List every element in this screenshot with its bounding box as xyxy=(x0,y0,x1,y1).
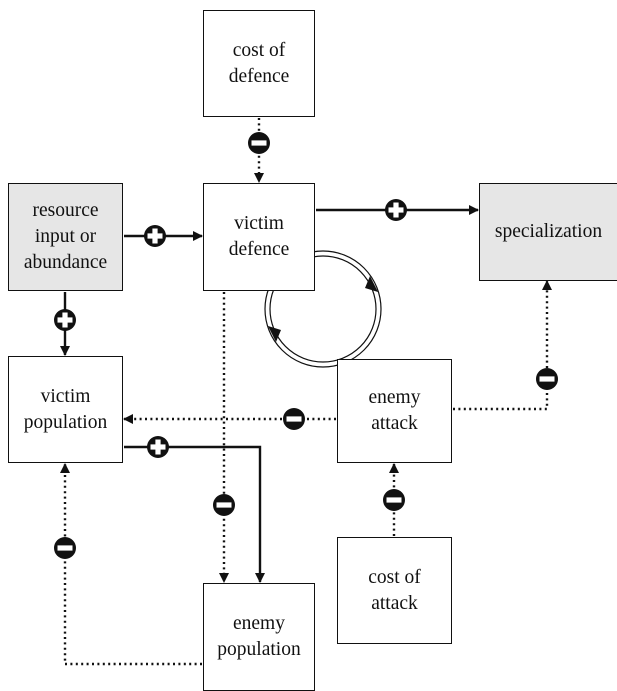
edge-enemy-population-to-victim-population xyxy=(60,463,202,666)
sign-plus-defence-specialization xyxy=(385,199,407,221)
node-victim-population: victim population xyxy=(8,356,123,463)
feedback-loop-arrowhead-upper xyxy=(365,276,378,292)
sign-minus-attack-population xyxy=(283,408,305,430)
sign-minus-defence-enemy xyxy=(213,494,235,516)
node-resource-input: resource input or abundance xyxy=(8,183,123,291)
sign-minus-attack-specialization xyxy=(536,368,558,390)
node-label: victim population xyxy=(23,385,108,433)
node-enemy-attack: enemy attack xyxy=(337,359,452,463)
feedback-loop-arrowhead-lower xyxy=(268,326,281,342)
node-label: specialization xyxy=(494,221,603,243)
feedback-loop xyxy=(264,250,382,368)
node-label: enemy attack xyxy=(368,387,421,434)
node-victim-defence: victim defence xyxy=(203,183,315,291)
node-label: enemy population xyxy=(217,613,301,660)
sign-plus-resource-defence xyxy=(144,225,166,247)
node-label: resource input or abundance xyxy=(23,200,108,273)
sign-minus-cost-attack xyxy=(383,489,405,511)
sign-minus-cost-defence xyxy=(248,132,270,154)
node-label: cost of attack xyxy=(368,566,421,614)
node-specialization: specialization xyxy=(479,183,617,281)
node-label: victim defence xyxy=(228,213,290,260)
node-enemy-population: enemy population xyxy=(203,583,315,691)
edge-enemy-attack-to-specialization xyxy=(453,280,552,411)
sign-minus-enemy-victim xyxy=(54,537,76,559)
node-cost-of-attack: cost of attack xyxy=(337,537,452,644)
edge-victim-population-to-enemy-population xyxy=(124,445,265,583)
node-cost-of-defence: cost of defence xyxy=(203,10,315,117)
node-label: cost of defence xyxy=(228,39,290,87)
sign-plus-population-enemy xyxy=(147,436,169,458)
sign-plus-resource-population xyxy=(54,309,76,331)
